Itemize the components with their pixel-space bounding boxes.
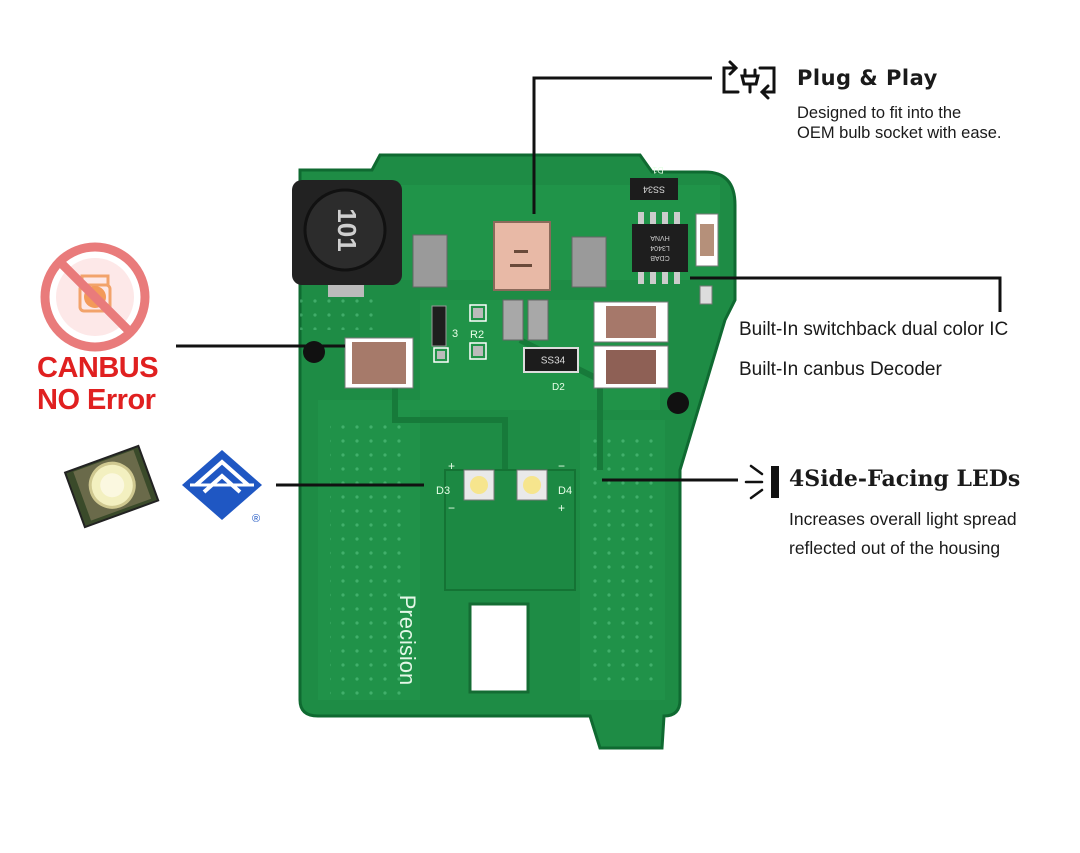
- ic-feature-switchback: Built-In switchback dual color IC: [739, 319, 1009, 340]
- ic-marking-3: HVNA: [650, 234, 670, 241]
- mount-hole-left: [303, 341, 325, 363]
- no-warning-light-icon: !: [40, 242, 150, 352]
- leader-ic: [690, 276, 1002, 312]
- plug-and-play-description: Designed to fit into the OEM bulb socket…: [797, 103, 1067, 143]
- resistor-grey-a: [502, 299, 524, 341]
- led-d3: [463, 469, 495, 501]
- designator-r2: R2: [470, 329, 484, 341]
- light-emitter-icon: [744, 464, 779, 500]
- capacitor-brown-left: [344, 337, 414, 389]
- plug-swap-icon: [722, 60, 776, 100]
- brand-logo-icon: [182, 450, 262, 520]
- polarity-minus-d4: −: [558, 459, 565, 473]
- mount-hole-right: [667, 392, 689, 414]
- canbus-label: CANBUS NO Error: [37, 352, 159, 416]
- plug-and-play-desc-line2: OEM bulb socket with ease.: [797, 124, 1002, 142]
- led-d4: [516, 469, 548, 501]
- inductor-label: 101: [332, 208, 362, 251]
- canbus-line2: NO Error: [37, 384, 156, 416]
- led-chip-icon: [63, 444, 160, 529]
- registered-mark: ®: [252, 513, 260, 525]
- diode-d1: [630, 178, 678, 200]
- ic-marking-1: CDAB: [650, 254, 670, 261]
- smd-pad-right: [571, 236, 607, 288]
- plug-and-play-desc-line1: Designed to fit into the: [797, 104, 962, 122]
- pink-connector: [493, 221, 551, 291]
- chip-marking-ss34-a: SS34: [643, 185, 665, 195]
- chip-marking-ss34-b: SS34: [541, 356, 566, 367]
- leader-plug-and-play: [532, 76, 712, 214]
- resistor-r3: [431, 305, 447, 347]
- via-field-left: [330, 420, 410, 700]
- via-field-right: [585, 430, 655, 690]
- polarity-plus-d4: +: [558, 501, 565, 515]
- designator-d2: D2: [552, 382, 565, 393]
- silkscreen-precision: Precision: [395, 595, 420, 685]
- ic-feature-canbus-decoder: Built-In canbus Decoder: [739, 359, 942, 380]
- trace-left: [392, 370, 508, 470]
- capacitor-brown-b: [593, 345, 669, 389]
- ic-chip: [632, 212, 688, 284]
- plug-and-play-title: Plug & Play: [797, 66, 938, 90]
- leds-desc-line2: reflected out of the housing: [789, 538, 1001, 558]
- inductor-101: [292, 180, 402, 297]
- designator-d3: D3: [436, 485, 450, 497]
- leds-title: 4Side-Facing LEDs: [789, 466, 1021, 492]
- canbus-line1: CANBUS: [37, 352, 159, 384]
- designator-d1: D1: [652, 165, 664, 175]
- resistor-tiny-right: [699, 285, 713, 305]
- polarity-plus-d3: +: [448, 459, 455, 473]
- designator-d4: D4: [558, 485, 572, 497]
- leds-description: Increases overall light spread reflected…: [789, 505, 1074, 563]
- capacitor-brown-a: [593, 301, 669, 343]
- ic-marking-2: L3404: [650, 244, 670, 251]
- resistor-grey-b: [527, 299, 549, 341]
- board-slot: [468, 602, 530, 694]
- polarity-minus-d3: −: [448, 501, 455, 515]
- smd-pad-left: [412, 234, 448, 288]
- designator-r3: 3: [452, 328, 458, 340]
- diode-d2: [523, 347, 579, 373]
- leds-desc-line1: Increases overall light spread: [789, 509, 1017, 529]
